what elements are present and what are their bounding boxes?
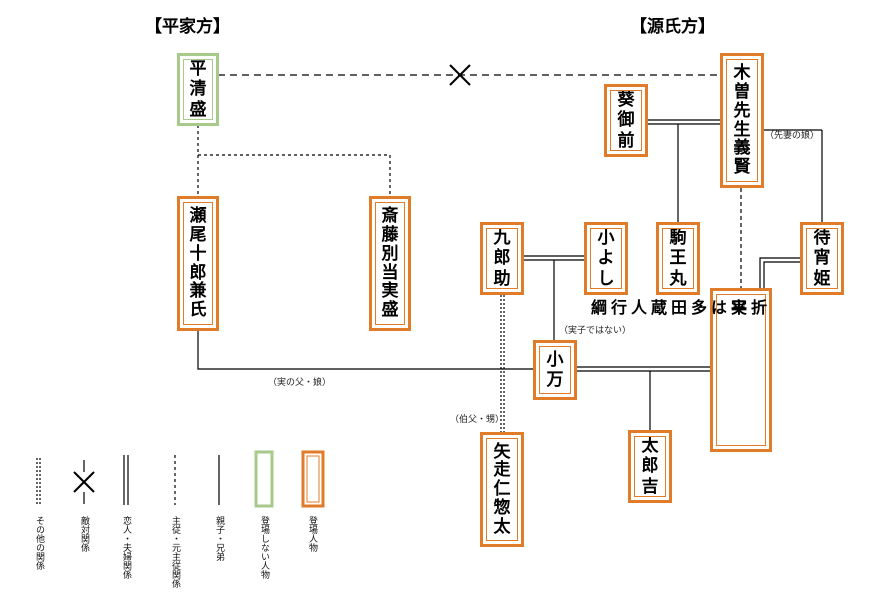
orihei-line1: 折平 bbox=[728, 299, 767, 315]
person-name: 待 宵 姫 bbox=[813, 227, 831, 289]
person-kiso-yoshikata: 木 曽 先 生 義 賢 bbox=[720, 53, 764, 188]
person-koyoshi: 小 よ し bbox=[584, 222, 628, 295]
person-name: 小 よ し bbox=[597, 227, 615, 289]
legend-label-family: 親子・兄弟 bbox=[214, 516, 224, 561]
legend-appear-sample-inner bbox=[306, 455, 320, 503]
legend-appear-sample bbox=[301, 450, 325, 508]
legend-notappear-sample bbox=[254, 450, 274, 508]
annotation-real-father-daughter: （実の父・娘） bbox=[268, 378, 332, 388]
person-kurosuke: 九 郎 助 bbox=[480, 222, 524, 295]
person-name: 瀬 尾 十 郎 兼 氏 bbox=[189, 206, 207, 320]
person-name: 九 郎 助 bbox=[493, 227, 511, 289]
person-name: 太 郎 吉 bbox=[641, 435, 659, 497]
person-name: 矢 走 仁 惣 太 bbox=[493, 441, 511, 537]
person-aoi-gozen: 葵 御 前 bbox=[604, 84, 648, 157]
enemy-x-mark bbox=[449, 64, 471, 86]
person-matsuyoi: 待 宵 姫 bbox=[800, 222, 844, 295]
legend-label-notappear: 登場しない人物 bbox=[259, 516, 269, 579]
person-taro-kichi: 太 郎 吉 bbox=[628, 430, 672, 503]
legend-label-lord: 主従・元主従関係 bbox=[170, 516, 180, 588]
person-name: 木 曽 先 生 義 賢 bbox=[733, 63, 751, 177]
person-yabase: 矢 走 仁 惣 太 bbox=[480, 432, 524, 547]
family-line bbox=[197, 331, 533, 370]
person-seno-kaneuji: 瀬 尾 十 郎 兼 氏 bbox=[177, 196, 219, 331]
legend-label-other: その他の関係 bbox=[34, 516, 44, 570]
legend-label-enemy: 敵対関係 bbox=[79, 516, 89, 552]
person-name: 葵 御 前 bbox=[617, 89, 635, 151]
annotation-uncle-nephew: （伯父・甥） bbox=[450, 415, 505, 425]
person-saito-sanemori: 斎 藤 別 当 実 盛 bbox=[369, 196, 411, 331]
person-orihei: 折平 実は 多田蔵人行綱 bbox=[588, 288, 772, 452]
genji-header: 【源氏方】 bbox=[630, 17, 715, 37]
person-name: 駒 王 丸 bbox=[669, 227, 687, 289]
couple-line bbox=[759, 257, 800, 288]
person-komaoumaru: 駒 王 丸 bbox=[656, 222, 700, 295]
person-name: 平 清 盛 bbox=[189, 58, 207, 120]
person-taira-kiyomori: 平 清 盛 bbox=[177, 53, 219, 126]
legend-enemy-x bbox=[73, 471, 95, 493]
person-name: 小 万 bbox=[546, 349, 564, 390]
orihei-line2: 実は 多田蔵人行綱 bbox=[588, 299, 747, 315]
annotation-former-wife-daughter: （先妻の娘） bbox=[765, 131, 820, 141]
person-name: 斎 藤 別 当 実 盛 bbox=[381, 206, 399, 320]
legend-label-appear: 登場人物 bbox=[307, 516, 317, 552]
person-koman: 小 万 bbox=[533, 340, 577, 400]
couple-line bbox=[763, 261, 800, 288]
heike-header: 【平家方】 bbox=[145, 17, 230, 37]
legend-label-lovers: 恋人・夫婦関係 bbox=[121, 516, 131, 579]
annotation-not-real-child: （実子ではない） bbox=[559, 326, 632, 336]
